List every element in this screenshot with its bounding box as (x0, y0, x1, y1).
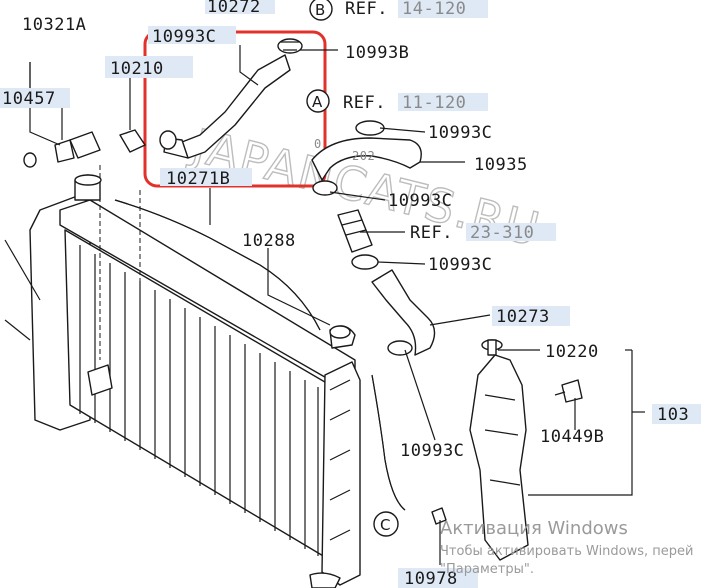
ref-23-text: REF. (410, 223, 453, 243)
label-10449b: 10449B (540, 427, 604, 447)
ref-23-number: 23-310 (470, 223, 534, 243)
label-10993c-2: 10993C (428, 123, 492, 143)
ref-b-text: REF. (345, 0, 388, 19)
upper-hose-10272 (159, 38, 303, 159)
label-10457: 10457 (2, 89, 56, 109)
ref-a-text: REF. (343, 93, 386, 113)
clip-10978 (431, 507, 447, 525)
label-10271b: 10271B (166, 169, 230, 189)
reservoir-tank (469, 339, 583, 561)
callout-a-letter: A (312, 93, 323, 111)
ref-b-number: 14-120 (402, 0, 466, 19)
ref-a-number: 11-120 (402, 93, 466, 113)
label-10273: 10273 (496, 307, 550, 327)
callout-b-letter: B (315, 1, 325, 19)
windows-activation-line3: "Параметры". (440, 562, 534, 577)
hose-10935 (311, 120, 422, 196)
label-10993b: 10993B (345, 43, 409, 63)
callout-a (306, 89, 330, 113)
label-10321a: 10321A (22, 15, 86, 35)
label-103: 103 (657, 405, 689, 425)
leader-lines (4, 45, 645, 565)
callout-b (309, 0, 333, 21)
callout-c (373, 511, 399, 537)
label-10220: 10220 (545, 342, 599, 362)
callout-c-letter: C (380, 516, 390, 534)
label-10978: 10978 (404, 569, 458, 588)
pipe-23-310 (337, 209, 379, 270)
label-small-202: 202 (352, 149, 375, 163)
label-10288: 10288 (242, 231, 296, 251)
label-10993c-3: 10993C (388, 191, 452, 211)
label-10272: 10272 (207, 0, 261, 17)
label-10993c-top: 10993C (152, 27, 216, 47)
radiator (29, 174, 361, 588)
label-10993c-4: 10993C (428, 255, 492, 275)
lower-hose-10273 (371, 269, 436, 356)
label-10210: 10210 (110, 59, 164, 79)
label-10993c-5: 10993C (400, 441, 464, 461)
windows-activation-line2: Чтобы активировать Windows, перей (440, 544, 694, 559)
label-10935: 10935 (474, 155, 528, 175)
label-small-0: 0 (314, 137, 322, 151)
windows-activation-title: Активация Windows (440, 518, 628, 539)
